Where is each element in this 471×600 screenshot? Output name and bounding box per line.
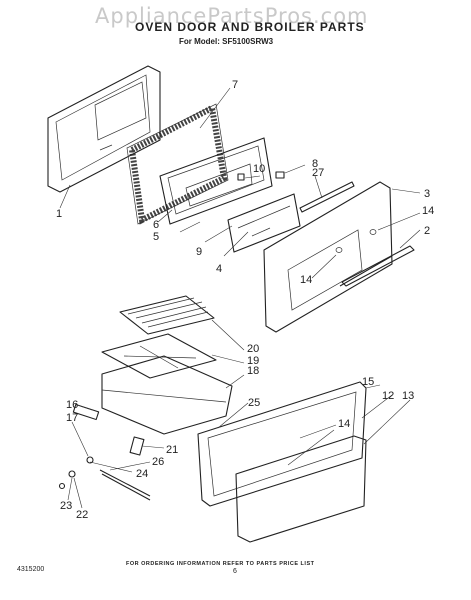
broiler-drawer-panel bbox=[235, 435, 367, 543]
callout-10: 10 bbox=[253, 163, 265, 175]
hinge-strip bbox=[299, 181, 355, 213]
callout-17: 17 bbox=[66, 412, 78, 424]
callout-14-handle: 14 bbox=[300, 274, 312, 286]
model-label: For Model: SF5100SRW3 bbox=[179, 37, 274, 46]
callout-14-door: 14 bbox=[422, 205, 434, 217]
inner-door-liner bbox=[47, 65, 161, 193]
callout-16: 16 bbox=[66, 399, 78, 411]
watermark: AppliancePartsPros.com bbox=[95, 4, 369, 28]
callout-5: 5 bbox=[153, 231, 159, 243]
door-clips bbox=[237, 171, 285, 181]
leader-lines bbox=[59, 87, 421, 509]
diagram-title: OVEN DOOR AND BROILER PARTS bbox=[135, 20, 365, 34]
door-handle bbox=[341, 245, 415, 287]
door-glass-panel bbox=[227, 193, 301, 253]
callout-25: 25 bbox=[248, 397, 260, 409]
inner-glass-frame bbox=[159, 137, 273, 225]
callout-21: 21 bbox=[166, 444, 178, 456]
callout-15: 15 bbox=[362, 376, 374, 388]
callout-1: 1 bbox=[56, 208, 62, 220]
callout-18: 18 bbox=[247, 365, 259, 377]
callout-13: 13 bbox=[402, 390, 414, 402]
callout-2: 2 bbox=[424, 225, 430, 237]
broiler-drawer-front bbox=[197, 381, 367, 507]
document-number: 4315200 bbox=[17, 566, 45, 573]
callout-20: 20 bbox=[247, 343, 259, 355]
broiler-grid bbox=[119, 295, 215, 335]
callout-6: 6 bbox=[153, 219, 159, 231]
callout-24: 24 bbox=[136, 468, 148, 480]
callout-14-drawer: 14 bbox=[338, 418, 350, 430]
outer-door-panel bbox=[263, 181, 393, 333]
drawer-slide-hardware bbox=[58, 403, 151, 501]
callout-3: 3 bbox=[424, 188, 430, 200]
callout-26: 26 bbox=[152, 456, 164, 468]
callout-12: 12 bbox=[382, 390, 394, 402]
callout-4: 4 bbox=[216, 263, 222, 275]
callout-27: 27 bbox=[312, 167, 324, 179]
ordering-info-note: FOR ORDERING INFORMATION REFER TO PARTS … bbox=[126, 561, 315, 567]
door-gasket bbox=[126, 103, 229, 225]
broiler-drawer-body bbox=[101, 355, 233, 435]
callout-7: 7 bbox=[232, 79, 238, 91]
callout-23: 23 bbox=[60, 500, 72, 512]
callout-9: 9 bbox=[196, 246, 202, 258]
callout-19: 19 bbox=[247, 355, 259, 367]
callout-8: 8 bbox=[312, 158, 318, 170]
page-number: 6 bbox=[233, 568, 237, 575]
callout-22: 22 bbox=[76, 509, 88, 521]
